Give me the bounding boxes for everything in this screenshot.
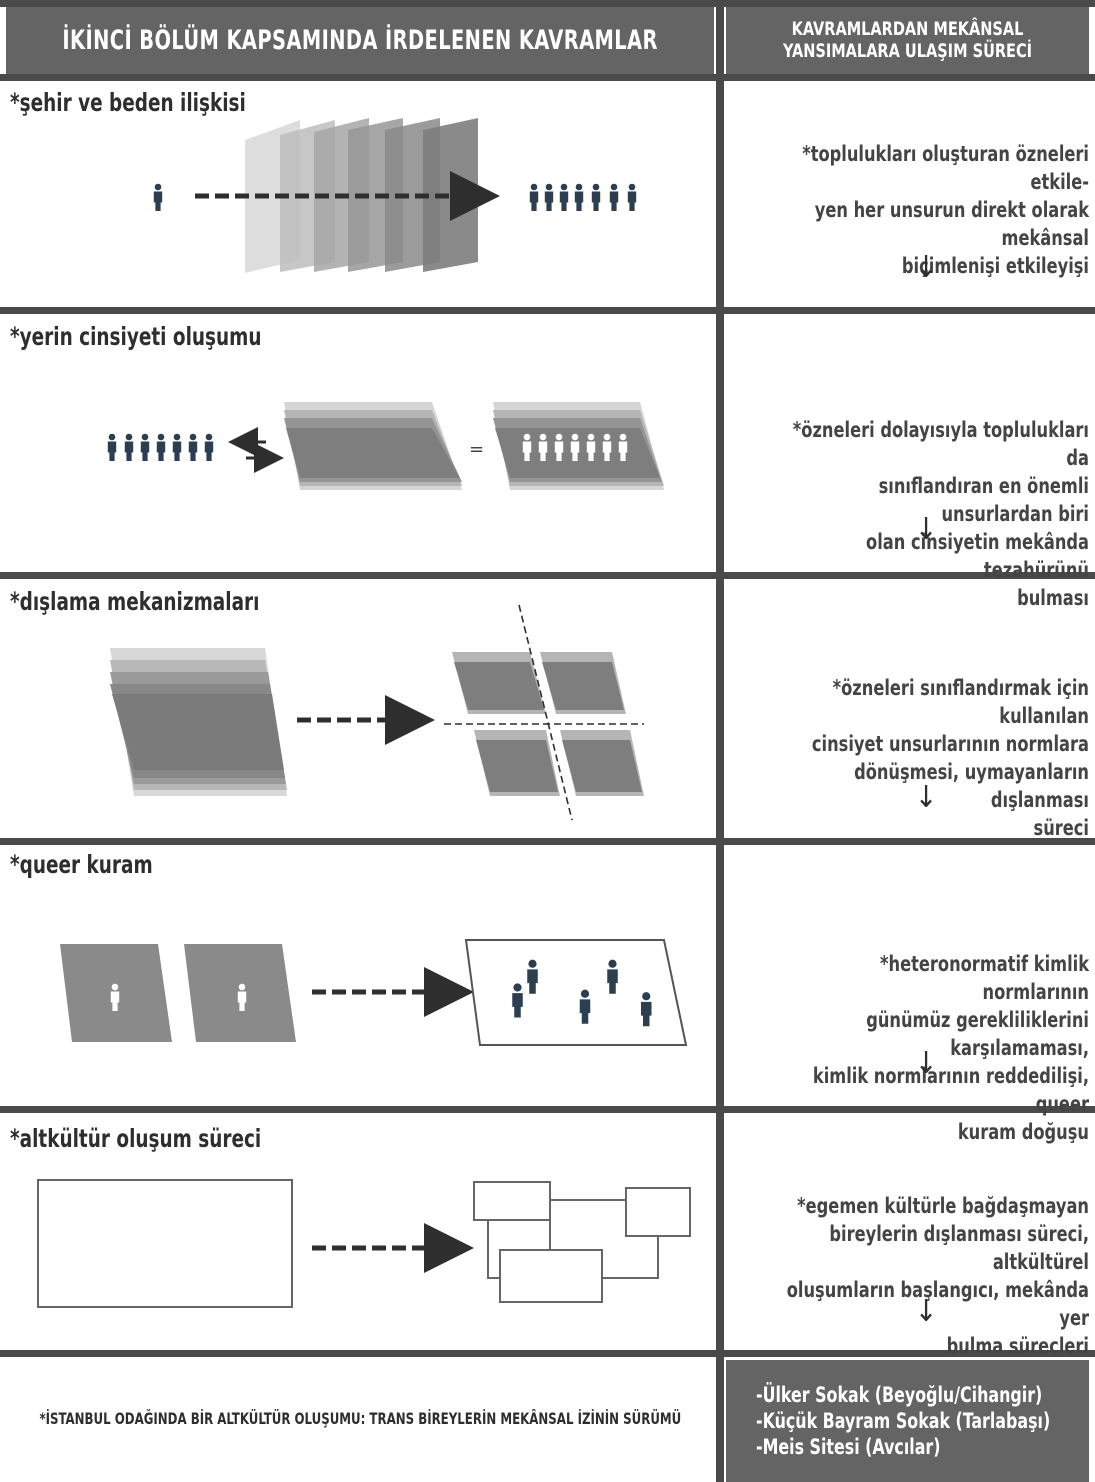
city-body-diagram xyxy=(153,118,637,273)
left-column-header: İKİNCİ BÖLÜM KAPSAMINDA İRDELENEN KAVRAM… xyxy=(6,6,714,74)
arrow-down-icon: ↓ xyxy=(914,512,938,547)
arrow-down-icon: ↓ xyxy=(914,1046,938,1081)
arrow-down-icon: ↓ xyxy=(914,780,938,815)
person-icon xyxy=(153,183,163,211)
mainstream-box xyxy=(37,1179,293,1308)
stacked-plane xyxy=(110,648,287,796)
gendered-plane xyxy=(493,402,664,490)
footer-locations: -Ülker Sokak (Beyoğlu/Cihangir) -Küçük B… xyxy=(726,1360,1089,1482)
row-divider-2 xyxy=(0,572,1095,579)
subculture-box xyxy=(625,1187,691,1237)
split-planes xyxy=(452,652,644,796)
description-city-body: *toplulukları oluşturan özneleri etkile-… xyxy=(802,142,1089,278)
location-item: -Ülker Sokak (Beyoğlu/Cihangir) xyxy=(756,1383,1043,1407)
exclusion-diagram xyxy=(110,604,644,821)
row-divider-1 xyxy=(0,307,1095,314)
arrow-down-icon: ↓ xyxy=(914,1294,938,1329)
subculture-box xyxy=(473,1181,551,1221)
right-header-title: KAVRAMLARDAN MEKÂNSAL YANSIMALARA ULAŞIM… xyxy=(782,18,1033,62)
people-group xyxy=(107,433,214,461)
location-item: -Küçük Bayram Sokak (Tarlabaşı) xyxy=(756,1409,1051,1433)
top-border xyxy=(0,0,1095,7)
section-title-queer-theory: *queer kuram xyxy=(10,850,153,879)
section-title-place-gender: *yerin cinsiyeti oluşumu xyxy=(10,322,262,351)
subculture-box xyxy=(499,1249,603,1303)
row-divider-5 xyxy=(0,1350,1095,1357)
people-group xyxy=(529,183,637,211)
description-exclusion: *özneleri sınıflandırmak için kullanılan… xyxy=(811,676,1089,840)
description-queer-theory: *heteronormatif kimlik normlarının günüm… xyxy=(812,952,1089,1144)
section-title-exclusion: *dışlama mekanizmaları xyxy=(10,587,260,616)
diagram-canvas: = xyxy=(37,118,691,1308)
subculture-diagram xyxy=(37,1179,691,1308)
open-plane xyxy=(464,939,688,1046)
footer-case-study-text: *İSTANBUL ODAĞINDA BİR ALTKÜLTÜR OLUŞUMU… xyxy=(39,1408,681,1428)
section-title-subculture: *altkültür oluşum süreci xyxy=(10,1124,262,1153)
section-title-city-body: *şehir ve beden ilişkisi xyxy=(10,88,246,117)
description-subculture: *egemen kültürle bağdaşmayan bireylerin … xyxy=(786,1194,1089,1358)
stacked-plane xyxy=(284,402,462,490)
place-gender-diagram: = xyxy=(107,402,664,490)
row-divider-4 xyxy=(0,1106,1095,1113)
arrow-down-icon: ↓ xyxy=(914,250,938,285)
queer-theory-diagram xyxy=(60,939,688,1046)
equals-sign: = xyxy=(469,439,484,460)
column-divider xyxy=(716,0,724,1482)
header-divider xyxy=(0,74,1095,81)
row-divider-3 xyxy=(0,838,1095,845)
dividing-line xyxy=(518,604,573,821)
connector-lines xyxy=(487,1199,659,1279)
right-column-header: KAVRAMLARDAN MEKÂNSAL YANSIMALARA ULAŞIM… xyxy=(726,6,1089,74)
footer-case-study: *İSTANBUL ODAĞINDA BİR ALTKÜLTÜR OLUŞUMU… xyxy=(6,1360,714,1476)
description-place-gender: *özneleri dolayısıyla toplulukları da sı… xyxy=(792,418,1089,610)
location-item: -Meis Sitesi (Avcılar) xyxy=(756,1435,941,1459)
left-header-title: İKİNCİ BÖLÜM KAPSAMINDA İRDELENEN KAVRAM… xyxy=(62,24,658,56)
